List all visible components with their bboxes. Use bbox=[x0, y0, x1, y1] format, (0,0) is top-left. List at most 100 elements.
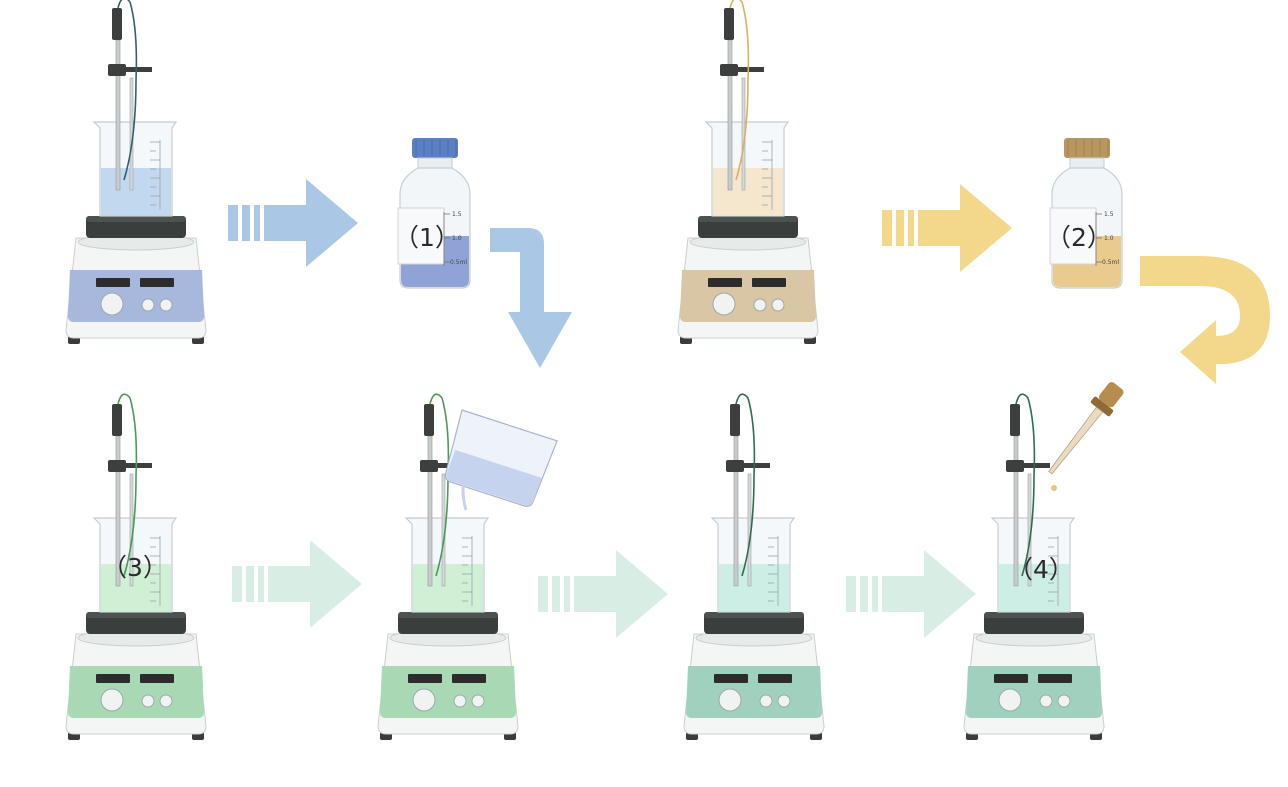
probe-rod bbox=[727, 39, 733, 191]
stirrer-3 bbox=[65, 393, 207, 740]
button bbox=[771, 298, 785, 312]
stirrer-panel bbox=[380, 666, 516, 718]
probe-wire bbox=[117, 393, 138, 577]
button bbox=[141, 298, 155, 312]
arrow-dash bbox=[232, 566, 242, 602]
arrow-dash bbox=[882, 210, 892, 246]
stirrer-2 bbox=[677, 0, 819, 344]
clamp-arm bbox=[1022, 463, 1050, 468]
stirrer-panel bbox=[686, 666, 822, 718]
scale-label-1.0: 1.0 bbox=[1104, 235, 1114, 242]
display bbox=[758, 674, 792, 683]
probe-wire bbox=[1015, 393, 1036, 577]
bottle-2: 1.5 1.0 0.5ml （2） bbox=[1046, 138, 1123, 289]
hot-plate-top bbox=[86, 612, 186, 618]
display bbox=[140, 278, 174, 287]
button bbox=[753, 298, 767, 312]
display bbox=[714, 674, 748, 683]
knob bbox=[718, 688, 742, 712]
stirrer-panel bbox=[966, 666, 1102, 718]
knob bbox=[100, 292, 124, 316]
scale-label-1.5: 1.5 bbox=[452, 211, 462, 218]
arrow-1 bbox=[228, 179, 358, 267]
arrow-5 bbox=[846, 550, 976, 638]
step-label-4: （4） bbox=[1008, 555, 1074, 584]
button bbox=[777, 694, 791, 708]
knob bbox=[100, 688, 124, 712]
arrow-head bbox=[268, 540, 362, 628]
beaker-liquid bbox=[101, 564, 171, 612]
turn-arrow-1 bbox=[490, 228, 572, 368]
pouring-beaker-icon bbox=[444, 409, 558, 507]
bottle-label bbox=[1049, 207, 1097, 265]
knob bbox=[998, 688, 1022, 712]
clamp-arm bbox=[124, 67, 152, 72]
arrow-dash bbox=[872, 576, 878, 612]
arrow-dash bbox=[258, 566, 264, 602]
probe-rod bbox=[733, 435, 739, 587]
display bbox=[96, 278, 130, 287]
hot-plate-top bbox=[984, 612, 1084, 618]
button bbox=[141, 694, 155, 708]
probe-wire bbox=[729, 0, 750, 181]
display bbox=[752, 278, 786, 287]
clamp-arm bbox=[124, 463, 152, 468]
arrow-dash bbox=[242, 205, 250, 241]
probe-head bbox=[112, 8, 122, 40]
button bbox=[759, 694, 773, 708]
probe-wire bbox=[117, 0, 138, 181]
beaker-liquid bbox=[101, 168, 171, 216]
stirrer-4 bbox=[377, 393, 519, 740]
clamp-block bbox=[108, 64, 126, 76]
scale-label-0.5ml: 0.5ml bbox=[450, 259, 467, 266]
hot-plate-top bbox=[704, 612, 804, 618]
hot-plate-top bbox=[86, 216, 186, 222]
arrow-head bbox=[882, 550, 976, 638]
arrow-dash bbox=[538, 576, 548, 612]
arrow-head bbox=[918, 184, 1012, 272]
u-turn-arrow bbox=[1140, 256, 1270, 384]
bottle-1: 1.51.00.5ml（1） bbox=[394, 138, 471, 289]
dropper-collar bbox=[1090, 396, 1114, 417]
arrow-dash bbox=[908, 210, 914, 246]
step-label: （2） bbox=[1046, 223, 1112, 252]
bottle-cap bbox=[412, 138, 458, 158]
hot-plate-top bbox=[398, 612, 498, 618]
arrow-dash bbox=[254, 205, 260, 241]
button bbox=[159, 694, 173, 708]
dropper-tube bbox=[1048, 406, 1104, 475]
bottle-neck bbox=[1069, 157, 1105, 169]
arrow-dash bbox=[228, 205, 238, 241]
stirrer-1 bbox=[65, 0, 207, 344]
knob bbox=[412, 688, 436, 712]
bottle-neck bbox=[417, 157, 453, 169]
arrow-dash bbox=[246, 566, 254, 602]
bottle-cap bbox=[1064, 138, 1110, 158]
beaker-liquid bbox=[413, 564, 483, 612]
stirrer-6 bbox=[963, 393, 1105, 740]
clamp-arm bbox=[742, 463, 770, 468]
arrow-dash bbox=[896, 210, 904, 246]
stirrer-5 bbox=[683, 393, 825, 740]
knob bbox=[712, 292, 736, 316]
beaker-liquid bbox=[999, 564, 1069, 612]
display bbox=[1038, 674, 1072, 683]
probe-head bbox=[1010, 404, 1020, 436]
dropper-bulb bbox=[1098, 382, 1124, 408]
pour-stream bbox=[461, 469, 468, 511]
probe-wire bbox=[429, 393, 450, 577]
stirrer-panel bbox=[68, 666, 204, 718]
hot-plate-top bbox=[698, 216, 798, 222]
button bbox=[1057, 694, 1071, 708]
display bbox=[408, 674, 442, 683]
display bbox=[452, 674, 486, 683]
clamp-block bbox=[108, 460, 126, 472]
arrow-dash bbox=[860, 576, 868, 612]
button bbox=[1039, 694, 1053, 708]
scale-label-1.5: 1.5 bbox=[1104, 211, 1114, 218]
scale-label-0.5ml: 0.5ml bbox=[1102, 259, 1119, 266]
pour-beaker-liquid bbox=[446, 449, 542, 506]
step-label-3: （3） bbox=[102, 553, 168, 582]
stirrer-panel bbox=[68, 270, 204, 322]
